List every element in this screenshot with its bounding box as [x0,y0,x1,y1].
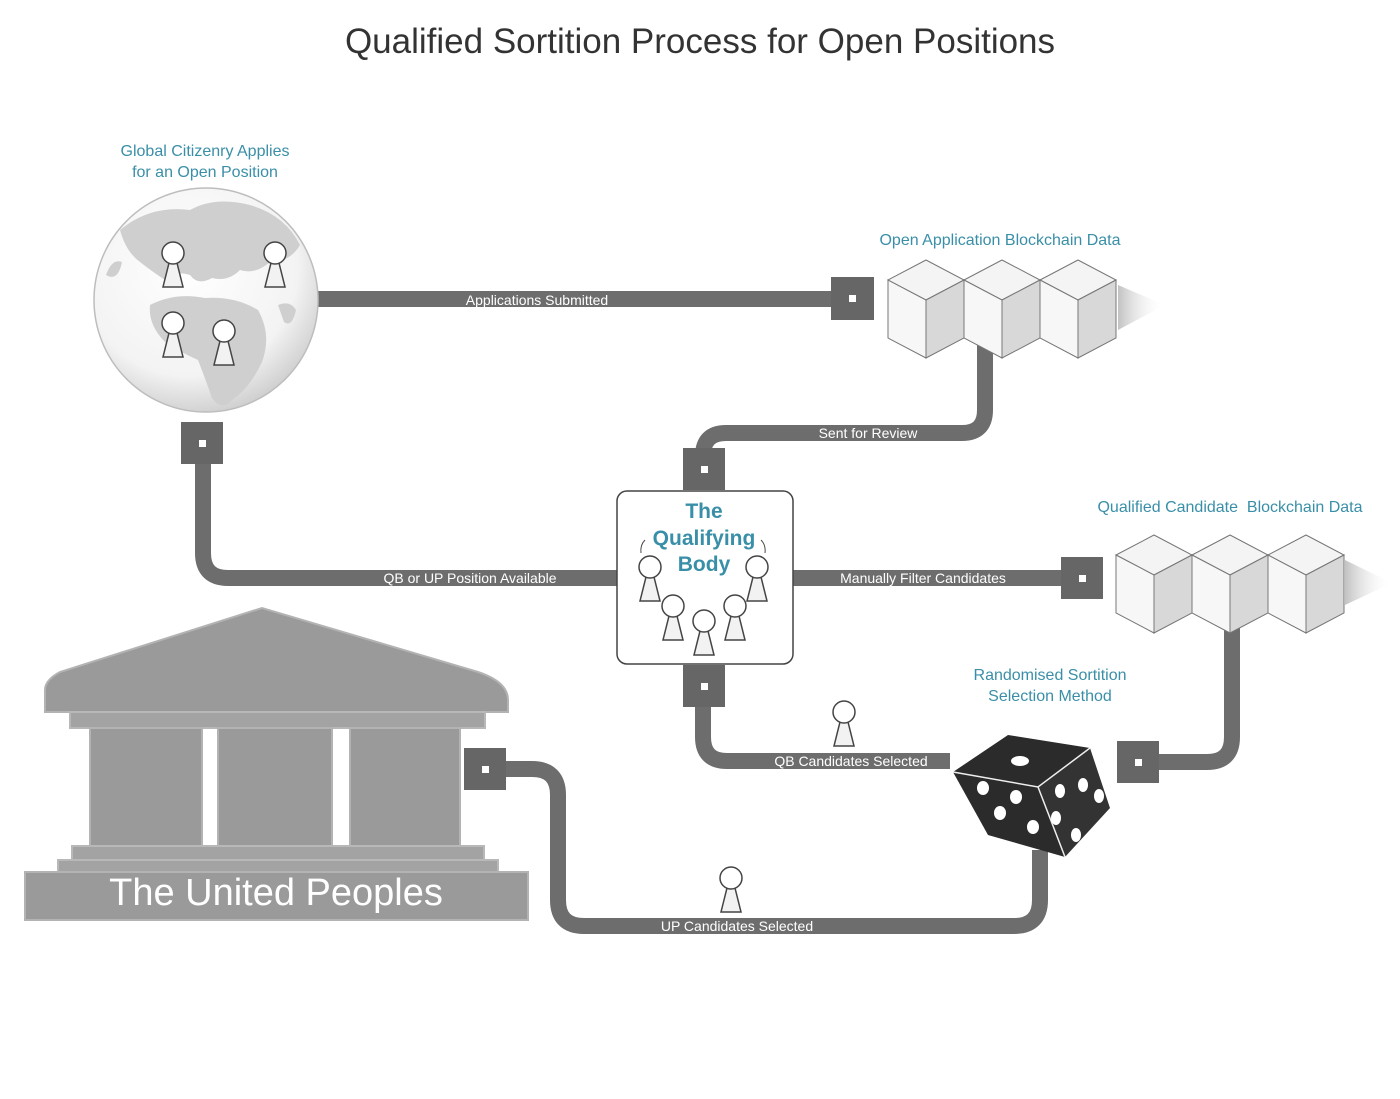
qb-title-line-1: The [685,500,722,523]
qualified-blockchain-icon [1115,534,1392,634]
connector-qualified-chain [1061,557,1103,599]
globe-icon [93,187,319,413]
qb-title-line-2: Qualifying [653,527,756,550]
connector-globe [181,422,223,464]
connector-united-peoples [464,748,506,790]
pipe-sent-for-review [695,318,993,470]
sortition-caption-line-1: Randomised Sortition [973,667,1127,684]
label-sent-for-review: Sent for Review [819,425,919,441]
open-blockchain-icon [887,259,1165,359]
globe-caption-line-2: for an Open Position [132,164,278,181]
pipe-up-selected [500,761,1048,934]
sortition-caption-line-2: Selection Method [988,688,1112,705]
pipe-qualified-to-sortition [1150,600,1240,770]
diagram-title: Qualified Sortition Process for Open Pos… [344,22,1056,61]
label-manually-filter: Manually Filter Candidates [840,570,1006,586]
label-up-selected: UP Candidates Selected [661,918,813,934]
globe-caption-line-1: Global Citizenry Applies [120,143,290,160]
connector-sortition [1117,741,1159,783]
united-peoples-building-icon: The United Peoples [24,606,529,921]
die-icon [952,735,1110,858]
qualifying-body: The Qualifying Body [616,490,794,665]
pipes [195,291,1240,934]
qb-candidate-pawn-icon [832,700,856,747]
pipe-qb-selected [695,700,950,769]
label-position-available: QB or UP Position Available [383,570,556,586]
qualified-chain-caption: Qualified Candidate Blockchain Data [1097,499,1363,516]
label-applications-submitted: Applications Submitted [466,292,608,308]
connector-open-chain [831,277,874,320]
globe-caption: Global Citizenry Applies for an Open Pos… [90,141,320,183]
sortition-caption: Randomised Sortition Selection Method [930,665,1170,707]
pipe-position-available [195,455,620,586]
united-peoples-label: The United Peoples [109,872,443,914]
open-chain-caption: Open Application Blockchain Data [879,232,1121,249]
connectors [181,277,1159,790]
label-qb-selected: QB Candidates Selected [774,753,927,769]
connector-qb-bottom [683,665,725,707]
qb-title-line-3: Body [678,553,731,576]
up-candidate-pawn-icon [719,866,743,913]
connector-qb-top [683,448,725,490]
